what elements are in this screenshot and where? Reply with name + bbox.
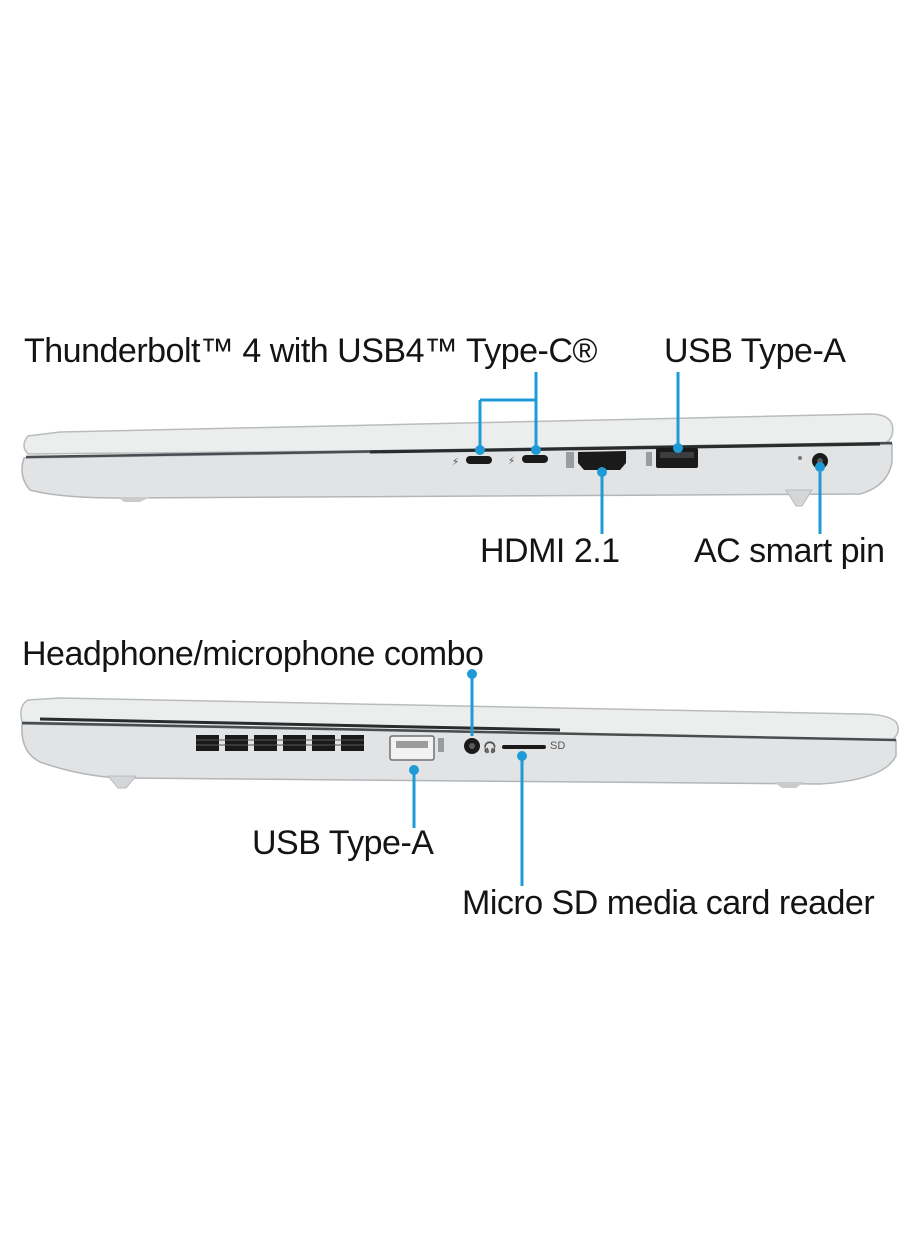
svg-text:🎧: 🎧 <box>483 741 497 754</box>
headphone-mic-combo-label: Headphone/microphone combo <box>22 635 484 673</box>
svg-text:⚡: ⚡ <box>452 457 459 468</box>
callout-dots-left <box>409 669 527 775</box>
sd-marking: SD <box>550 740 566 752</box>
laptop-right-foot-right <box>785 489 813 507</box>
callout-lines-left <box>412 672 524 886</box>
callout-dots-right <box>475 443 825 477</box>
micro-sd-slot <box>502 745 546 749</box>
svg-text:⚡: ⚡ <box>508 456 515 467</box>
thunderbolt-port-2: ⚡ <box>508 455 548 467</box>
thunderbolt-port-1: ⚡ <box>452 456 492 468</box>
vent-grille-slats <box>196 739 364 746</box>
vent-grille <box>196 735 364 751</box>
laptop-left-foot-left <box>106 775 138 789</box>
usb-type-a-right-label: USB Type-A <box>664 332 846 370</box>
usb-type-a-left-label: USB Type-A <box>252 824 434 862</box>
ac-smart-pin-label: AC smart pin <box>694 532 885 570</box>
usb-type-a-port-right <box>646 448 698 468</box>
thunderbolt-label: Thunderbolt™ 4 with USB4™ Type-C® <box>24 332 597 370</box>
audio-jack-port: 🎧 <box>464 738 497 754</box>
laptop-right-foot-left <box>118 497 150 502</box>
micro-sd-label: Micro SD media card reader <box>462 884 875 922</box>
hdmi-port <box>566 451 626 470</box>
laptop-left-lid <box>20 697 899 741</box>
hdmi-label: HDMI 2.1 <box>480 532 620 570</box>
laptop-left-foot-right <box>774 782 804 788</box>
callout-lines-right <box>478 372 822 534</box>
usb-type-a-port-left <box>389 735 444 761</box>
